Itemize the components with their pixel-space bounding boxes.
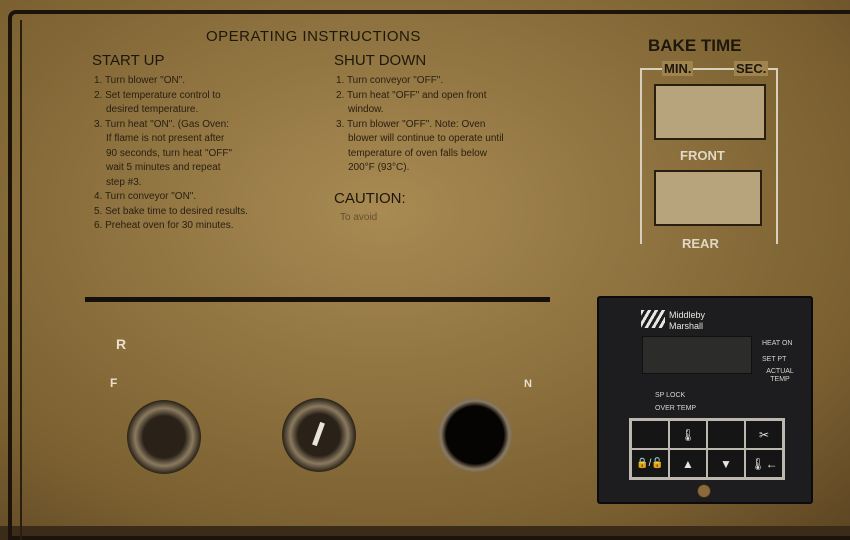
step: 3. Turn blower "OFF". Note: Oven xyxy=(336,118,486,130)
step: 3. Turn heat "ON". (Gas Oven: xyxy=(94,118,229,130)
step: 1. Turn blower "ON". xyxy=(94,75,186,86)
step: temperature of oven falls below xyxy=(348,147,487,159)
over-temp-indicator: OVER TEMP xyxy=(655,405,697,412)
up-key[interactable]: ▲ xyxy=(669,449,707,478)
step: 5. Set bake time to desired results. xyxy=(94,205,248,217)
step: 90 seconds, turn heat "OFF" xyxy=(106,147,233,159)
set-pt-indicator: SET PT xyxy=(762,356,787,363)
blank-key-2[interactable] xyxy=(707,420,745,449)
down-key[interactable]: ▼ xyxy=(707,449,745,478)
lock-unlock-icon: 🔒/🔓 xyxy=(636,458,664,469)
brand-line: Middleby xyxy=(669,310,706,320)
heat-switch[interactable] xyxy=(282,398,356,472)
tools-icon: ✂ xyxy=(758,427,770,442)
down-arrow-icon: ▼ xyxy=(720,456,732,471)
bake-time-front-box xyxy=(640,68,778,156)
bake-time-title: BAKE TIME xyxy=(648,36,742,55)
setup-key[interactable]: ✂ xyxy=(745,420,783,449)
step: 2. Turn heat "OFF" and open front xyxy=(336,89,487,101)
blank-key-1[interactable] xyxy=(631,420,669,449)
lock-key[interactable]: 🔒/🔓 xyxy=(631,449,669,478)
set-temp-key[interactable]: 🌡 xyxy=(669,420,707,449)
bake-time-rear-box xyxy=(640,156,778,244)
screw-icon xyxy=(697,484,711,498)
on-label: N xyxy=(524,378,532,390)
brand-line: Marshall xyxy=(669,321,704,331)
forward-label: F xyxy=(110,376,118,390)
step: wait 5 minutes and repeat xyxy=(106,162,221,173)
start-up-heading: START UP xyxy=(92,52,165,69)
heat-on-indicator: HEAT ON xyxy=(762,340,793,347)
step: If flame is not present after xyxy=(106,133,225,144)
caution-text: To avoid xyxy=(340,212,378,223)
step: 4. Turn conveyor "ON". xyxy=(94,191,197,202)
brand-name: Middleby Marshall xyxy=(669,310,705,332)
divider-strip xyxy=(85,297,550,302)
shut-down-steps: 1. Turn conveyor "OFF". 2. Turn heat "OF… xyxy=(336,74,504,176)
actual-temp-indicator: ACTUAL TEMP xyxy=(766,368,794,383)
rear-time-display xyxy=(654,170,762,226)
switch-pointer xyxy=(312,421,325,447)
step: 200°F (93°C). xyxy=(348,162,410,173)
keypad: 🌡 ✂ 🔒/🔓 ▲ ▼ 🌡← xyxy=(629,418,785,480)
up-arrow-icon: ▲ xyxy=(682,456,694,471)
rear-label: REAR xyxy=(682,236,719,251)
step: 2. Set temperature control to xyxy=(94,89,221,101)
temperature-controller: Middleby Marshall HEAT ON SET PT ACTUAL … xyxy=(597,296,813,504)
conveyor-direction-switch[interactable] xyxy=(127,400,201,474)
brand-logo-icon xyxy=(641,310,665,328)
step: window. xyxy=(348,104,384,115)
reverse-label: R xyxy=(116,336,127,352)
step: step #3. xyxy=(106,176,142,188)
actual-temp-key[interactable]: 🌡← xyxy=(745,449,783,478)
panel-inner-border xyxy=(20,20,850,540)
shut-down-heading: SHUT DOWN xyxy=(334,52,427,69)
step: 1. Turn conveyor "OFF". xyxy=(336,75,444,86)
caution-heading: CAUTION: xyxy=(334,190,406,207)
front-time-display xyxy=(654,84,766,140)
sp-lock-indicator: SP LOCK xyxy=(655,392,686,399)
thermometer-arrow-icon: 🌡← xyxy=(750,456,778,471)
step: 6. Preheat oven for 30 minutes. xyxy=(94,220,234,231)
blower-switch[interactable] xyxy=(438,398,512,472)
temperature-display xyxy=(642,336,752,374)
thermometer-icon: 🌡 xyxy=(680,427,696,442)
start-up-steps: 1. Turn blower "ON". 2. Set temperature … xyxy=(94,74,248,234)
sec-label: SEC. xyxy=(734,61,769,76)
instructions-title: OPERATING INSTRUCTIONS xyxy=(206,28,421,45)
min-label: MIN. xyxy=(662,61,694,76)
step: desired temperature. xyxy=(106,104,199,115)
step: blower will continue to operate until xyxy=(348,133,504,144)
front-label: FRONT xyxy=(680,148,725,163)
